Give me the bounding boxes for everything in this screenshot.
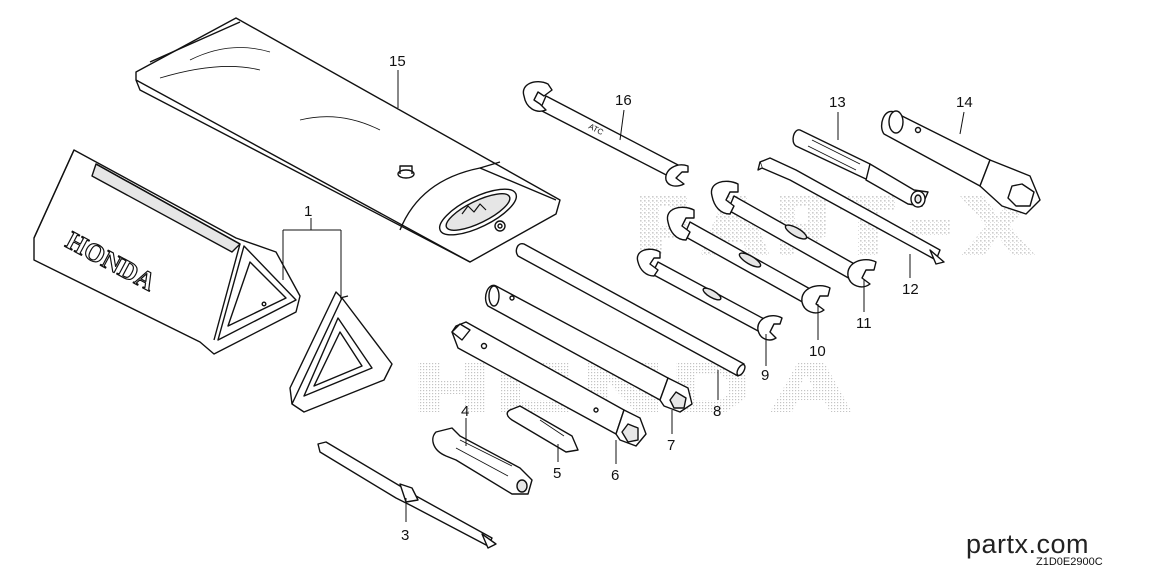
wrench-11 xyxy=(710,180,877,288)
bracket-leader-1 xyxy=(282,218,342,296)
part-label-8: 8 xyxy=(713,403,722,420)
box-spanner-6 xyxy=(451,321,647,447)
part-label-5: 5 xyxy=(553,465,562,482)
wrench-16: ATC xyxy=(522,80,689,187)
part-label-11: 11 xyxy=(856,315,872,332)
part-label-3: 3 xyxy=(401,527,410,544)
end-cover-1 xyxy=(289,291,393,413)
wrench-10 xyxy=(666,206,831,314)
part-label-10: 10 xyxy=(809,343,826,360)
diagram-code: Z1D0E2900C xyxy=(1036,556,1103,568)
screwdriver-shaft-12 xyxy=(757,157,945,265)
box-spanner-14 xyxy=(880,110,1041,215)
wrench-9 xyxy=(636,248,783,341)
leader-lines xyxy=(397,70,965,522)
part-label-13: 13 xyxy=(829,94,846,111)
part-label-4: 4 xyxy=(461,403,470,420)
screwdriver-3 xyxy=(317,441,497,549)
screwdriver-bit-5 xyxy=(506,405,579,453)
part-label-6: 6 xyxy=(611,467,620,484)
tool-case: HONDA xyxy=(33,149,301,355)
part-label-16: 16 xyxy=(615,92,632,109)
screwdriver-grip-4 xyxy=(432,427,533,495)
part-label-15: 15 xyxy=(389,53,406,70)
tommy-bar-8 xyxy=(515,243,746,377)
part-label-14: 14 xyxy=(956,94,973,111)
tool-bag-15 xyxy=(135,17,561,263)
leader-14 xyxy=(959,111,965,135)
watermark-site-text: partx.com xyxy=(966,529,1090,559)
screwdriver-handle-13 xyxy=(792,129,929,208)
box-spanner-7 xyxy=(484,284,693,413)
part-label-9: 9 xyxy=(761,367,770,384)
part-label-7: 7 xyxy=(667,437,676,454)
part-label-1: 1 xyxy=(304,203,313,220)
part-label-12: 12 xyxy=(902,281,919,298)
leader-16 xyxy=(619,109,625,141)
